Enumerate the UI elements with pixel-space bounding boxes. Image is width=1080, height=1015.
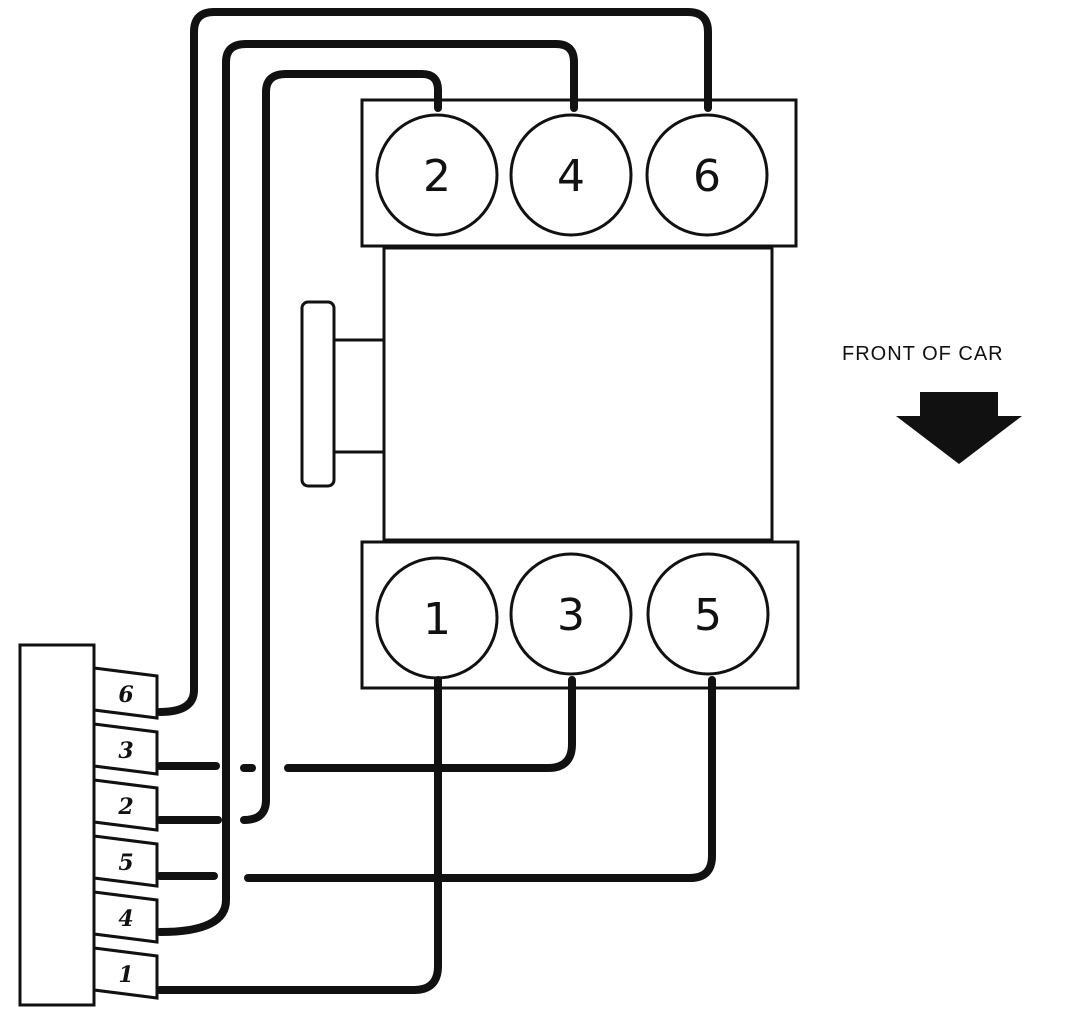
cylinder-1: 1 bbox=[375, 556, 499, 680]
coil-terminal-1-label: 1 bbox=[118, 962, 133, 988]
coil-terminal-2 bbox=[92, 778, 159, 832]
wire-3c bbox=[284, 676, 576, 772]
cylinder-3-label: 3 bbox=[557, 590, 585, 641]
crank-pulley-hub bbox=[332, 338, 386, 454]
rear-cylinder-bank bbox=[360, 98, 798, 248]
coil-terminal-5 bbox=[92, 834, 159, 888]
front-of-car-indicator: FRONT OF CAR bbox=[842, 343, 1022, 464]
cylinder-5: 5 bbox=[646, 552, 770, 676]
engine bbox=[300, 98, 800, 690]
coil-terminal-labels: 6 3 2 5 4 1 bbox=[117, 682, 133, 988]
crank-pulley bbox=[300, 300, 336, 488]
coil-pack-body bbox=[18, 643, 96, 1007]
engine-block bbox=[382, 246, 774, 542]
coil-terminal-6-label: 6 bbox=[118, 682, 133, 708]
wire-4 bbox=[156, 40, 578, 936]
coil-pack bbox=[18, 643, 159, 1007]
cylinder-2: 2 bbox=[375, 113, 499, 237]
coil-terminal-4-label: 4 bbox=[118, 906, 133, 932]
coil-terminal-6 bbox=[92, 666, 159, 720]
spark-plug-wires bbox=[156, 8, 716, 994]
coil-terminal-3-label: 3 bbox=[118, 738, 133, 764]
cylinder-6-label: 6 bbox=[693, 151, 721, 202]
wire-2b bbox=[240, 70, 442, 824]
cylinder-1-label: 1 bbox=[423, 594, 451, 645]
cylinder-3: 3 bbox=[509, 552, 633, 676]
coil-terminal-2-label: 2 bbox=[117, 794, 133, 820]
coil-terminal-3 bbox=[92, 722, 159, 776]
cylinder-4-label: 4 bbox=[557, 151, 585, 202]
coil-terminal-4 bbox=[92, 890, 159, 944]
cylinder-4: 4 bbox=[509, 113, 633, 237]
wire-6 bbox=[156, 8, 712, 716]
coil-terminal-1 bbox=[92, 946, 159, 1000]
front-cylinder-bank bbox=[360, 540, 800, 690]
front-of-car-label: FRONT OF CAR bbox=[842, 343, 1004, 365]
down-arrow-icon bbox=[896, 392, 1022, 464]
wire-5b bbox=[244, 676, 716, 882]
cylinder-6: 6 bbox=[645, 113, 769, 237]
cylinder-2-label: 2 bbox=[423, 151, 451, 202]
wire-1 bbox=[156, 676, 442, 994]
coil-terminal-5-label: 5 bbox=[118, 850, 133, 876]
cylinder-5-label: 5 bbox=[694, 590, 722, 641]
